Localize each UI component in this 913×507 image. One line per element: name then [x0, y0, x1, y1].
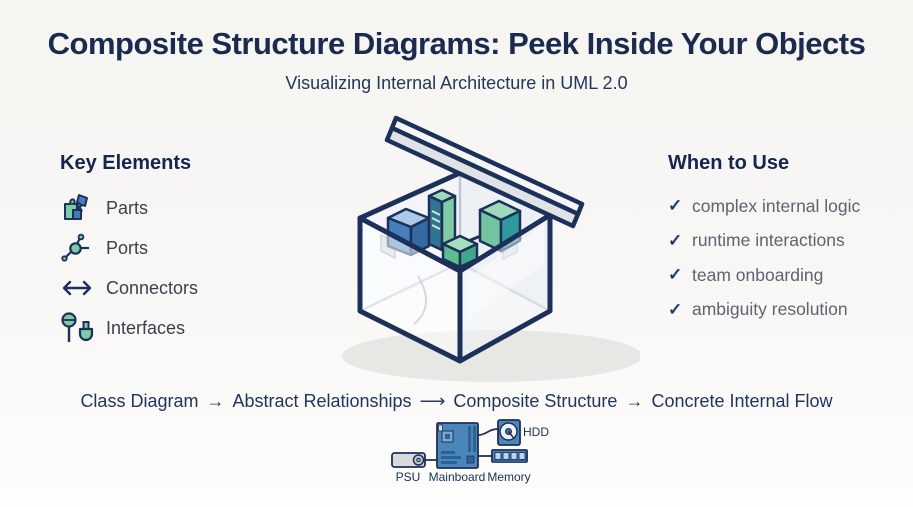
list-item-label: Connectors	[106, 277, 199, 298]
right-arrow: →	[206, 391, 225, 411]
inner-part-cube	[441, 234, 479, 269]
glass-front-right	[460, 215, 550, 361]
flow-step: Concrete Internal Flow	[651, 391, 833, 411]
list-item: ✓ complex internal logic	[668, 189, 898, 224]
open-box-illustration	[342, 115, 640, 382]
double-arrow-icon	[60, 272, 96, 304]
list-item-label: Parts	[106, 197, 149, 218]
memory-label: Memory	[487, 470, 531, 484]
list-item: ✓ runtime interactions	[668, 224, 898, 259]
hardware-diagram	[391, 419, 528, 469]
box-lid	[384, 115, 585, 229]
flow-step: Class Diagram	[80, 391, 199, 411]
key-elements-section: Key Elements Parts	[60, 152, 300, 348]
list-item: ✓ team onboarding	[668, 258, 898, 293]
puzzle-parts-icon	[60, 192, 96, 224]
checkmark-icon: ✓	[668, 265, 683, 285]
mainboard-label: Mainboard	[428, 470, 486, 484]
lollipop-socket-icon	[60, 311, 96, 345]
key-elements-list: Parts Ports	[60, 188, 300, 348]
box-shadow	[342, 330, 640, 382]
memory-icon	[491, 449, 528, 463]
flow-step: Composite Structure	[453, 391, 618, 411]
list-item: ✓ ambiguity resolution	[668, 293, 898, 328]
hdd-label: HDD	[523, 425, 549, 439]
progression-flow: Class Diagram → Abstract Relationships ⟶ Com…	[0, 391, 913, 412]
list-item-label: Ports	[106, 237, 149, 258]
hardware-wires	[425, 428, 499, 461]
glass-front-left	[360, 218, 460, 361]
checkmark-icon: ✓	[668, 230, 683, 250]
port-node-icon	[60, 232, 96, 264]
flow-step: Abstract Relationships	[232, 391, 412, 411]
page-title: Composite Structure Diagrams: Peek Insid…	[47, 26, 866, 61]
hdd-icon	[497, 419, 521, 446]
right-arrow: →	[625, 391, 644, 411]
list-item-interfaces: Interfaces	[60, 308, 300, 348]
page-subtitle: Visualizing Internal Architecture in UML…	[285, 73, 628, 93]
when-to-use-heading: When to Use	[668, 152, 790, 174]
list-item-label: ambiguity resolution	[692, 299, 848, 320]
list-item-label: complex internal logic	[692, 195, 861, 216]
psu-icon	[391, 452, 426, 468]
list-item-label: runtime interactions	[692, 230, 845, 251]
list-item-label: team onboarding	[692, 264, 824, 285]
checkmark-icon: ✓	[668, 196, 683, 216]
list-item-parts: Parts	[60, 188, 300, 228]
list-item-connectors: Connectors	[60, 268, 300, 308]
list-item-ports: Ports	[60, 228, 300, 268]
long-right-arrow: ⟶	[419, 391, 446, 411]
mainboard-icon	[436, 422, 479, 469]
list-item-label: Interfaces	[106, 317, 186, 338]
when-to-use-section: When to Use ✓ complex internal logic ✓ r…	[668, 152, 898, 327]
psu-label: PSU	[395, 470, 421, 484]
when-to-use-list: ✓ complex internal logic ✓ runtime inter…	[668, 189, 898, 327]
tower-vents	[431, 210, 441, 230]
key-elements-heading: Key Elements	[60, 152, 192, 174]
checkmark-icon: ✓	[668, 299, 683, 319]
